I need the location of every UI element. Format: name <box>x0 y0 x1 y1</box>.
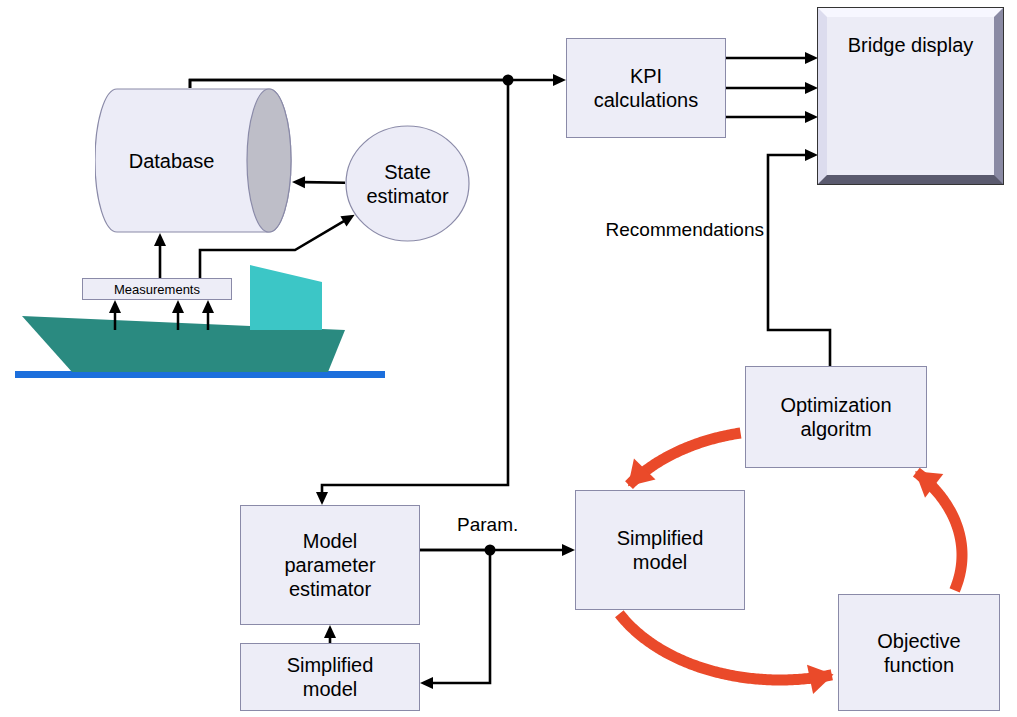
node-label: Database <box>129 149 215 173</box>
connector <box>292 176 345 188</box>
arrowhead <box>340 215 354 227</box>
connector-line <box>159 245 162 278</box>
node-label: KPI calculations <box>584 64 709 112</box>
cylinder-body <box>95 89 291 232</box>
arrowhead <box>553 74 566 86</box>
connector-line <box>726 57 806 60</box>
node-label: Simplified model <box>275 653 385 701</box>
arrowhead <box>324 625 336 638</box>
ship-superstructure <box>250 265 322 330</box>
edge-label: Param. <box>455 514 539 537</box>
node-label: Measurements <box>114 283 200 296</box>
connector-line <box>619 614 831 680</box>
display-panel: Bridge display <box>818 8 1003 184</box>
arrowhead <box>628 459 655 487</box>
arrowhead <box>316 492 328 505</box>
process-box: Optimization algoritm <box>745 366 927 468</box>
arrowhead <box>292 176 305 188</box>
circle-outline <box>345 125 470 242</box>
connector <box>726 82 818 94</box>
connector-line <box>420 550 490 683</box>
arrowhead <box>805 52 818 64</box>
node-label: Objective function <box>864 629 974 677</box>
connector <box>726 52 818 64</box>
arrowhead <box>562 544 575 556</box>
cycle-arrow <box>619 614 833 694</box>
process-box: Objective function <box>838 594 1000 711</box>
cycle-arrow <box>915 471 962 590</box>
connector <box>154 233 166 278</box>
node-label: Optimization algoritm <box>766 393 906 441</box>
node-label: State estimator <box>360 160 455 208</box>
connector <box>420 550 490 689</box>
waterline <box>15 371 385 378</box>
arrowhead <box>805 111 818 123</box>
arrowhead <box>807 665 834 694</box>
circle-shape <box>346 126 469 241</box>
sensor-arrows <box>115 312 208 330</box>
connector-line <box>726 116 806 119</box>
process-box: Model parameter estimator <box>240 505 420 625</box>
edge-label: Recommendations <box>568 219 766 242</box>
cycle-arrow <box>628 433 741 486</box>
state-estimator-circle: State estimator <box>345 125 470 242</box>
arrowhead <box>805 149 818 161</box>
node-label: Simplified model <box>605 526 715 574</box>
measurements-box: Measurements <box>82 278 232 300</box>
process-box: Simplified model <box>240 643 420 711</box>
arrowhead <box>805 82 818 94</box>
arrowhead <box>154 233 166 246</box>
sensor-arrowheads <box>109 300 214 313</box>
node-label: Model parameter estimator <box>265 529 395 601</box>
connector <box>726 111 818 123</box>
arrowhead <box>915 471 943 498</box>
connector-line <box>726 87 806 90</box>
arrowhead <box>420 677 433 689</box>
node-label: Bridge display <box>848 33 974 57</box>
connector <box>324 625 336 643</box>
process-box: KPI calculations <box>566 38 726 138</box>
connector-line <box>304 181 345 184</box>
cylinder-cap <box>247 89 291 232</box>
process-box: Simplified model <box>575 490 745 610</box>
connector-line <box>768 155 830 366</box>
database-cylinder: Database <box>95 88 292 233</box>
